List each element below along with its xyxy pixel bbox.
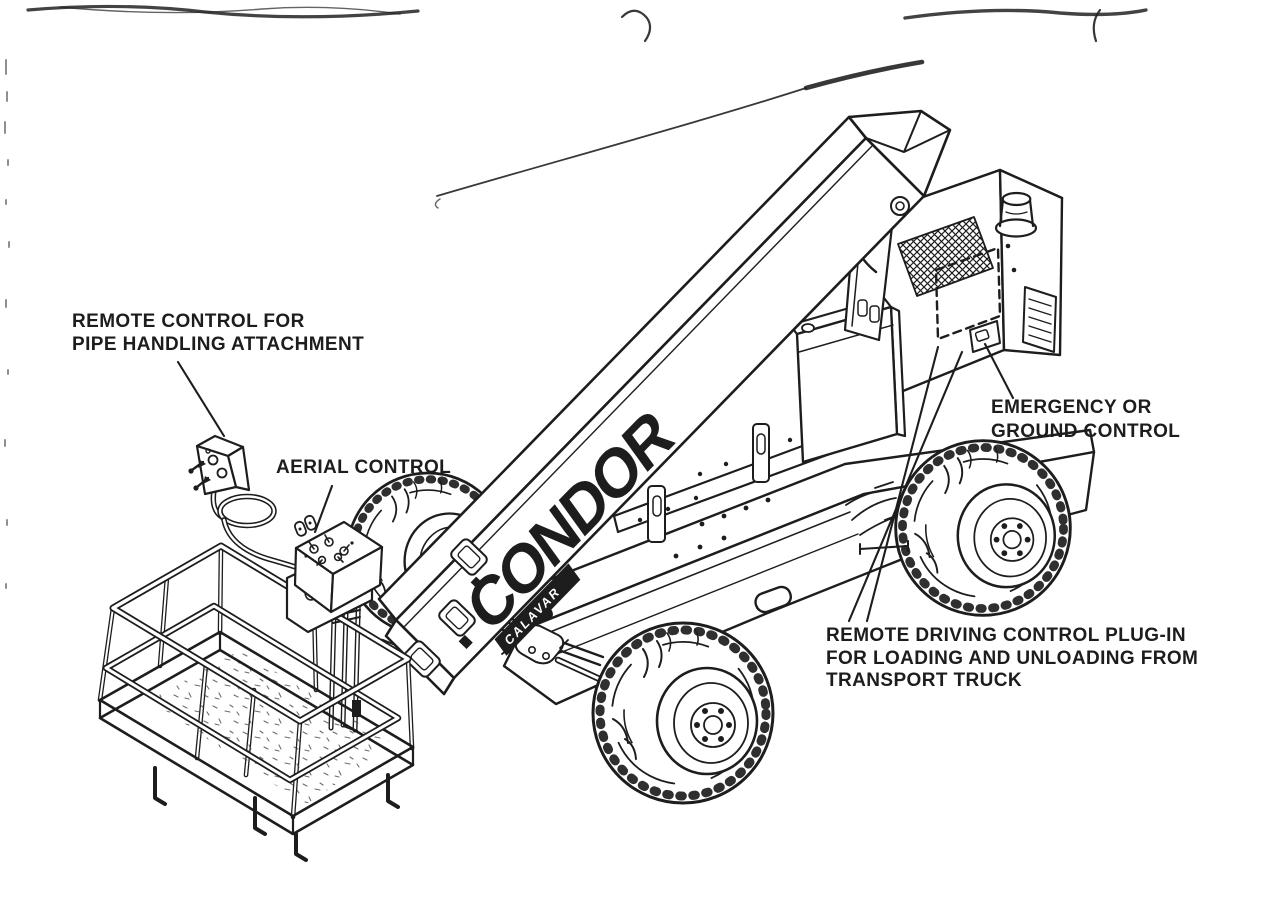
basket-floor xyxy=(98,630,415,862)
callout-line: FOR LOADING AND UNLOADING FROM xyxy=(826,647,1199,669)
calavar-badge xyxy=(494,563,581,656)
callout-line: PIPE HANDLING ATTACHMENT xyxy=(72,334,365,355)
callout-remote-driving: REMOTE DRIVING CONTROL PLUG-IN FOR LOADI… xyxy=(826,625,1198,693)
callout-line: GROUND CONTROL xyxy=(991,421,1181,442)
console-knobs xyxy=(304,534,354,566)
access-latch xyxy=(969,320,1001,353)
chassis-handhold-slot xyxy=(754,585,792,614)
plug-in-bracket xyxy=(859,540,909,555)
remote-pendant xyxy=(188,434,251,496)
boom-pads xyxy=(403,538,488,678)
boom: CONDOR CALAVAR xyxy=(377,109,952,696)
vent-panel xyxy=(1022,286,1057,353)
pendant-toggles xyxy=(188,460,211,491)
callout-line: REMOTE CONTROL FOR xyxy=(72,311,305,332)
leader-remote-driving-1 xyxy=(865,345,940,623)
scan-artifacts xyxy=(4,4,1148,589)
leader-pipe-remote xyxy=(176,360,226,438)
callout-line: EMERGENCY OR xyxy=(991,397,1152,418)
leader-aerial xyxy=(313,484,334,534)
console-ears xyxy=(293,514,317,537)
boom-tip xyxy=(847,109,952,198)
mesh-grille xyxy=(897,216,994,297)
basket-feet xyxy=(153,766,400,862)
chassis-rivets xyxy=(637,495,771,559)
leader-ground xyxy=(983,342,1015,400)
platform-basket xyxy=(97,542,415,862)
leader-lines xyxy=(176,342,1015,623)
callout-line: AERIAL CONTROL xyxy=(276,457,452,478)
callout-line: TRANSPORT TRUCK xyxy=(826,670,1022,691)
pivot-pin xyxy=(890,196,910,216)
left-edge-scan-noise xyxy=(4,59,10,589)
aerial-control-console xyxy=(285,514,384,634)
ground-control-access-dashed xyxy=(934,246,1002,341)
filler-cap xyxy=(801,323,815,333)
callout-ground-control: EMERGENCY OR GROUND CONTROL xyxy=(991,396,1180,444)
callout-pipe-remote: REMOTE CONTROL FOR PIPE HANDLING ATTACHM… xyxy=(72,310,364,356)
callout-aerial-control: AERIAL CONTROL xyxy=(276,456,451,479)
callout-line: REMOTE DRIVING CONTROL PLUG-IN xyxy=(826,625,1186,646)
turntable-frame xyxy=(612,423,848,543)
beacon-light xyxy=(994,191,1038,238)
leader-remote-driving-2 xyxy=(847,350,964,623)
